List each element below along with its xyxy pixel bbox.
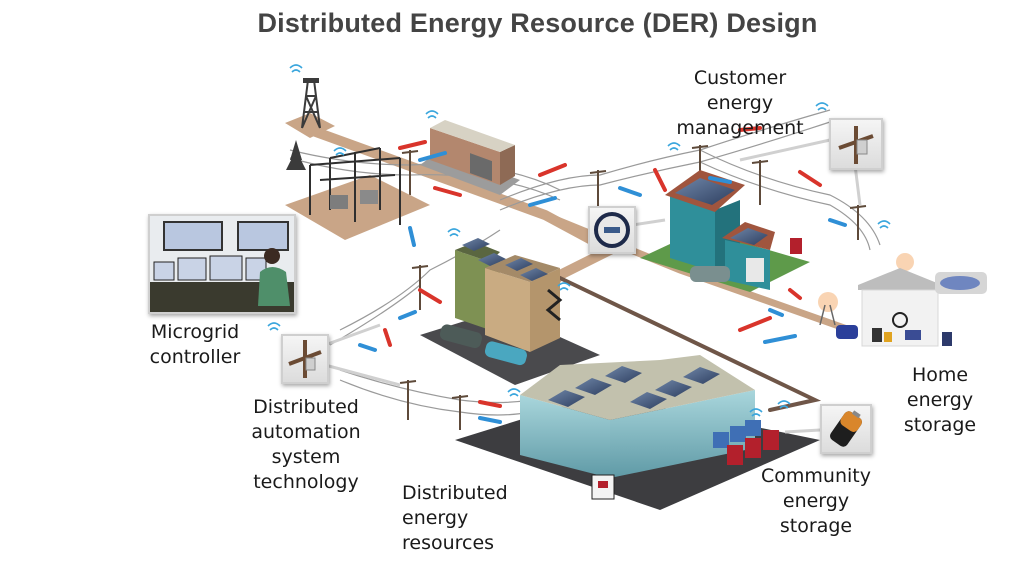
- label-home-energy-storage: Home energy storage: [895, 363, 985, 438]
- electric-car-icon: [690, 266, 730, 282]
- smart-meter-callout: [588, 206, 636, 254]
- battery-icon: [830, 410, 862, 447]
- label-line: Distributed: [253, 396, 359, 418]
- label-line: storage: [779, 515, 853, 537]
- control-building-icon: [420, 120, 520, 195]
- label-distributed-energy-resources: Distributed energy resources: [402, 481, 522, 556]
- diagram-title: Distributed Energy Resource (DER) Design: [257, 8, 818, 38]
- label-line: technology: [253, 471, 359, 493]
- label-line: storage: [903, 414, 977, 436]
- label-line: management: [676, 117, 804, 139]
- wireless-signal-icon: [267, 64, 891, 417]
- smart-meter-icon: [594, 212, 630, 248]
- smart-home-icon: [818, 253, 987, 347]
- label-line: resources: [402, 532, 495, 554]
- label-line: energy: [906, 389, 974, 411]
- label-line: energy: [782, 490, 850, 512]
- label-line: automation: [251, 421, 361, 443]
- commercial-building: [455, 355, 820, 510]
- label-line: Distributed: [402, 482, 508, 504]
- label-line: Community: [761, 465, 871, 487]
- label-customer-energy-management: Customer energy management: [670, 66, 810, 141]
- substation-icon: [285, 140, 430, 240]
- customer-house: [640, 170, 810, 292]
- label-line: system: [271, 446, 341, 468]
- label-line: controller: [149, 346, 241, 368]
- label-community-energy-storage: Community energy storage: [752, 464, 880, 539]
- utility-pole-icon: [288, 340, 322, 378]
- control-room-icon: [150, 221, 294, 312]
- label-microgrid-controller: Microgrid controller: [140, 320, 250, 370]
- label-line: Customer: [693, 67, 787, 89]
- label-distributed-automation: Distributed automation system technology: [244, 395, 368, 495]
- microgrid-controller-callout: [148, 214, 296, 314]
- battery-bank: [713, 420, 779, 465]
- automation-callout: [281, 334, 329, 384]
- power-flow-arrows: [358, 126, 847, 424]
- utility-pole-icon: [399, 145, 867, 430]
- label-line: energy: [706, 92, 774, 114]
- electric-car-icon: [439, 324, 527, 366]
- label-line: Microgrid: [150, 321, 240, 343]
- battery-callout: [820, 404, 872, 454]
- label-line: energy: [402, 507, 469, 529]
- label-line: Home: [911, 364, 969, 386]
- transmission-tower-icon: [285, 78, 335, 138]
- utility-pole-icon: [838, 126, 874, 164]
- utility-pole-callout: [829, 118, 883, 170]
- apartment-buildings: [420, 238, 600, 385]
